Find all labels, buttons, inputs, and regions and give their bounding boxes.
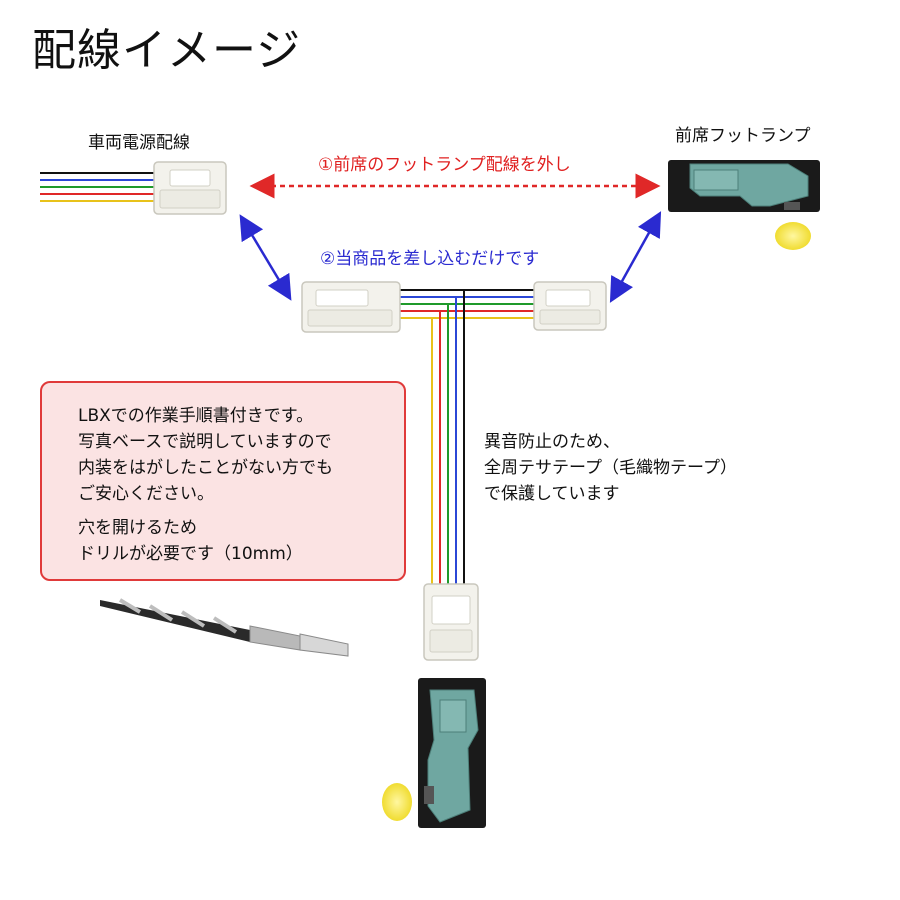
- product-harness-wires: [398, 289, 540, 592]
- step2-text: ②当商品を差し込むだけです: [320, 249, 540, 269]
- note-line: ドリルが必要です（10mm）: [78, 544, 303, 564]
- foot-lamp-bottom-image: [382, 678, 486, 828]
- instructions-note-box: LBXでの作業手順書付きです。 写真ベースで説明していますので 内装をはがしたこ…: [40, 381, 406, 581]
- drill-bit-image: [100, 598, 349, 657]
- product-connector-right: [533, 281, 607, 331]
- product-connector-bottom: [423, 583, 479, 661]
- note-line: LBXでの作業手順書付きです。: [78, 406, 314, 426]
- product-connector-left: [301, 281, 401, 333]
- note-line: 写真ベースで説明していますので: [78, 432, 332, 452]
- side-note-line: で保護しています: [484, 484, 620, 504]
- vehicle-power-connector: [153, 161, 227, 215]
- side-note-line: 全周テサテープ（毛織物テープ）: [484, 458, 737, 478]
- front-foot-lamp-image: [668, 160, 820, 250]
- front-foot-lamp-label: 前席フットランプ: [675, 126, 811, 146]
- note-line: ご安心ください。: [78, 484, 214, 504]
- step1-text: ①前席のフットランプ配線を外し: [318, 155, 571, 175]
- note-line: 穴を開けるため: [78, 518, 197, 538]
- insert-arrow-left: [239, 214, 292, 301]
- note-line: 内装をはがしたことがない方でも: [78, 458, 333, 478]
- vehicle-power-wiring-label: 車両電源配線: [88, 133, 190, 153]
- page-title: 配線イメージ: [32, 25, 302, 76]
- insert-arrow-right: [609, 211, 662, 303]
- side-note-line: 異音防止のため、: [484, 432, 620, 452]
- vehicle-power-wires: [40, 172, 158, 202]
